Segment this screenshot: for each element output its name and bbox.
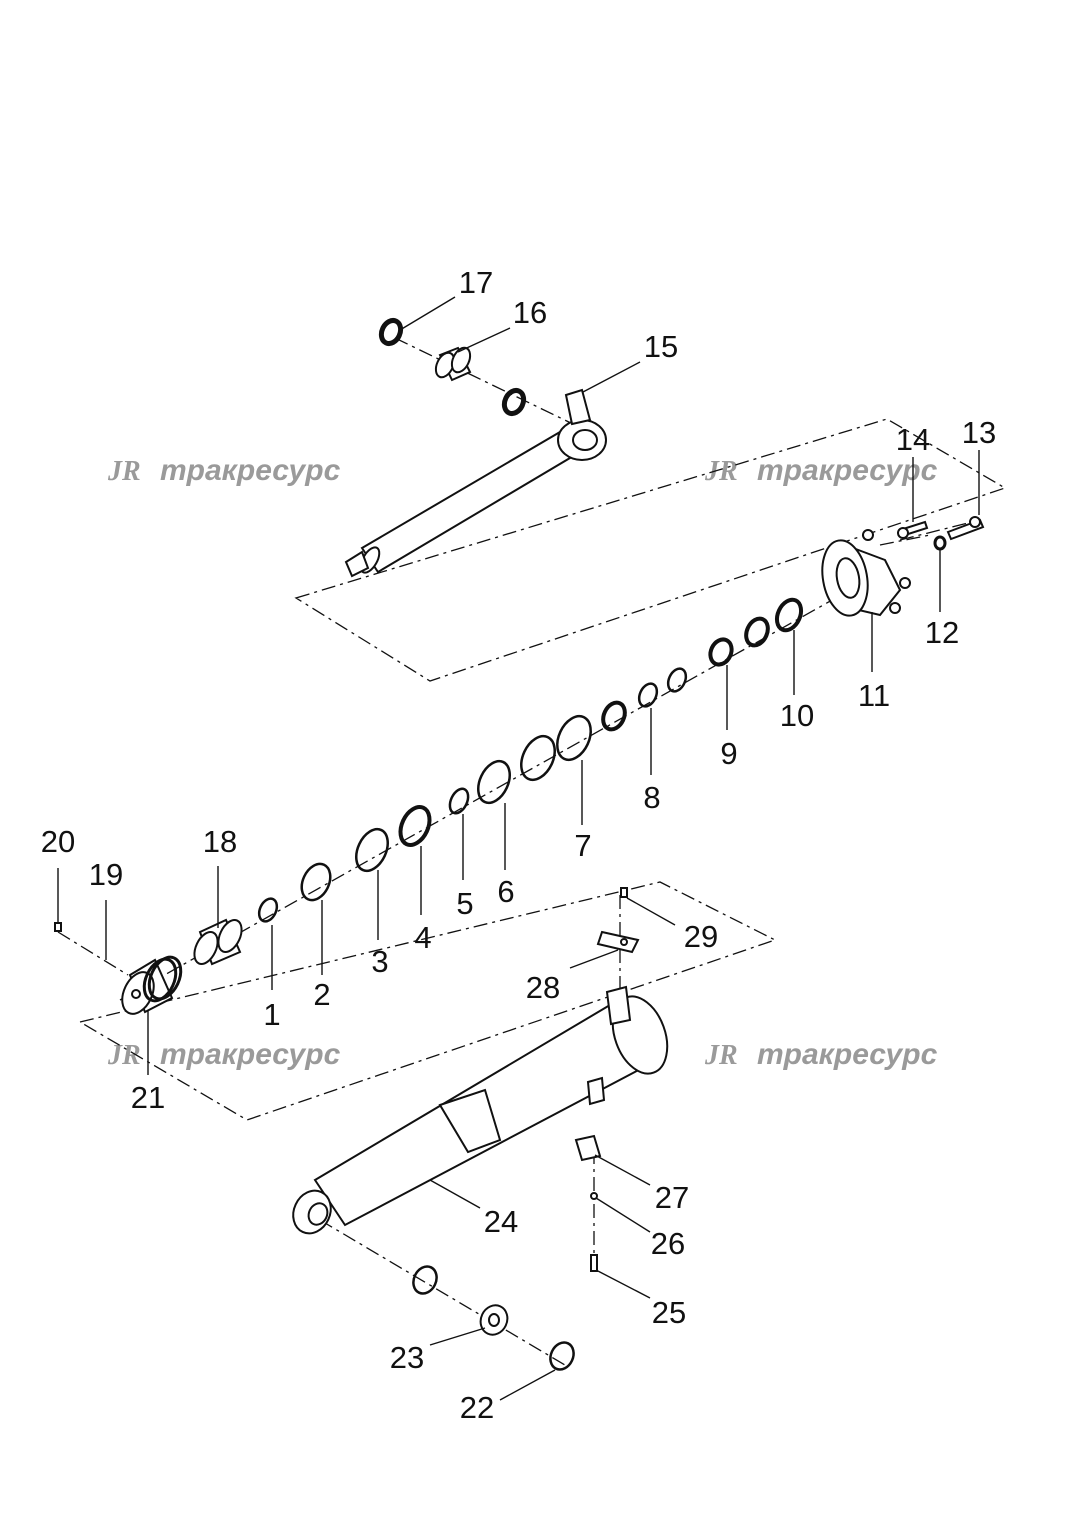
watermark-logo: JR [704,456,738,487]
bushing-axis-line [394,337,576,426]
pin-axis-line [319,1219,566,1366]
callout-27: 27 [655,1180,689,1215]
set-screw-20 [54,922,62,932]
watermark-top-right: JR тракресурс [704,454,938,487]
callout-5: 5 [456,886,473,921]
callout-28: 28 [526,970,560,1005]
watermark-text: тракресурс [160,454,341,487]
ring-3 [355,827,389,873]
cylinder-head-11 [821,529,911,617]
callout-20: 20 [41,824,75,859]
callout-1: 1 [263,997,280,1032]
callout-2: 2 [313,977,330,1012]
bushing-16 [434,346,472,382]
callout-11: 11 [858,678,890,713]
callout-24: 24 [484,1204,518,1239]
seal-ring-4 [398,805,432,847]
bolt-14-axis [879,534,931,546]
watermark-logo: JR [107,456,141,487]
o-ring-1 [257,897,279,923]
piston-group-frame [78,881,777,1121]
seal-ring-9 [708,637,734,667]
piston-rod-15 [344,388,607,578]
watermark-top-left: JR тракресурс [107,454,341,487]
clamp-27 [574,1134,602,1162]
circlip-near-23 [412,1265,438,1295]
callout-17: 17 [459,265,493,300]
bolt-25 [590,1254,598,1272]
watermark-text: тракресурс [757,454,938,487]
callout-23: 23 [390,1340,424,1375]
watermark-bottom-left: JR тракресурс [107,1038,341,1071]
plate-28 [596,930,640,954]
callout-10: 10 [780,698,814,733]
callout-22: 22 [460,1390,494,1425]
ring-7 [556,714,592,762]
callout-14: 14 [896,422,930,457]
ring-7b [520,734,556,782]
washer-26 [590,1192,598,1200]
callout-26: 26 [651,1226,685,1261]
spherical-bearing-23 [479,1304,509,1336]
callout-12: 12 [925,615,959,650]
callout-8: 8 [643,780,660,815]
callout-3: 3 [371,944,388,979]
bolt-13-axis [899,519,981,541]
callout-19: 19 [89,857,123,892]
ring-2 [300,862,332,902]
callout-4: 4 [414,920,431,955]
watermark-text: тракресурс [160,1038,341,1071]
callout-29: 29 [684,919,718,954]
callout-25: 25 [652,1295,686,1330]
seal-ring-10b [744,616,770,648]
callout-18: 18 [203,824,237,859]
seal-ring-rod-eye [501,387,527,417]
watermark-bottom-right: JR тракресурс [704,1038,938,1071]
callout-9: 9 [720,736,737,771]
callout-21: 21 [131,1080,165,1115]
leader-lines [57,296,980,1401]
screw-29 [620,887,628,898]
bolt-14 [897,520,929,539]
callout-6: 6 [497,874,514,909]
seal-ring-17 [378,317,404,347]
spacer-18 [193,918,243,966]
callout-7: 7 [574,828,591,863]
circlip-22 [549,1341,575,1371]
ring-6 [477,759,511,805]
cylinder-tube-24 [292,985,669,1235]
callout-16: 16 [513,295,547,330]
washer-12 [933,535,947,551]
watermark-text: тракресурс [757,1038,938,1071]
watermark-logo: JR [704,1040,738,1071]
callout-13: 13 [962,415,996,450]
o-ring-8 [637,682,659,708]
screw-axis-line [57,931,129,976]
o-ring-5 [448,787,470,815]
o-ring-8b [666,667,688,693]
rod-group-frame [294,418,1007,682]
seal-ring-10 [774,597,804,633]
bolt-13 [946,516,985,541]
seal-ring-8c [601,700,627,732]
callout-15: 15 [644,329,678,364]
watermark-logo: JR [107,1040,141,1071]
callout-labels: 1 2 3 4 5 6 7 8 9 10 11 12 13 14 15 16 1… [41,265,996,1425]
piston-21 [121,955,183,1015]
